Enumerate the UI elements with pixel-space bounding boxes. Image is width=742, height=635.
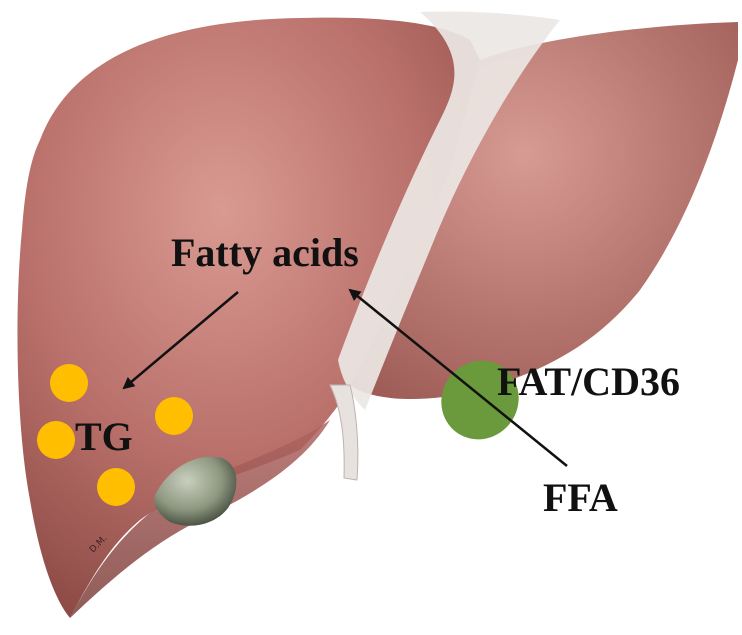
label-ffa: FFA xyxy=(543,475,618,520)
label-tg: TG xyxy=(75,414,133,459)
label-fatty-acids: Fatty acids xyxy=(171,230,359,275)
fat-droplet xyxy=(50,364,88,402)
fat-droplet xyxy=(97,468,135,506)
fat-droplet xyxy=(37,421,75,459)
fat-droplet xyxy=(155,397,193,435)
label-fat-cd36: FAT/CD36 xyxy=(497,359,680,404)
